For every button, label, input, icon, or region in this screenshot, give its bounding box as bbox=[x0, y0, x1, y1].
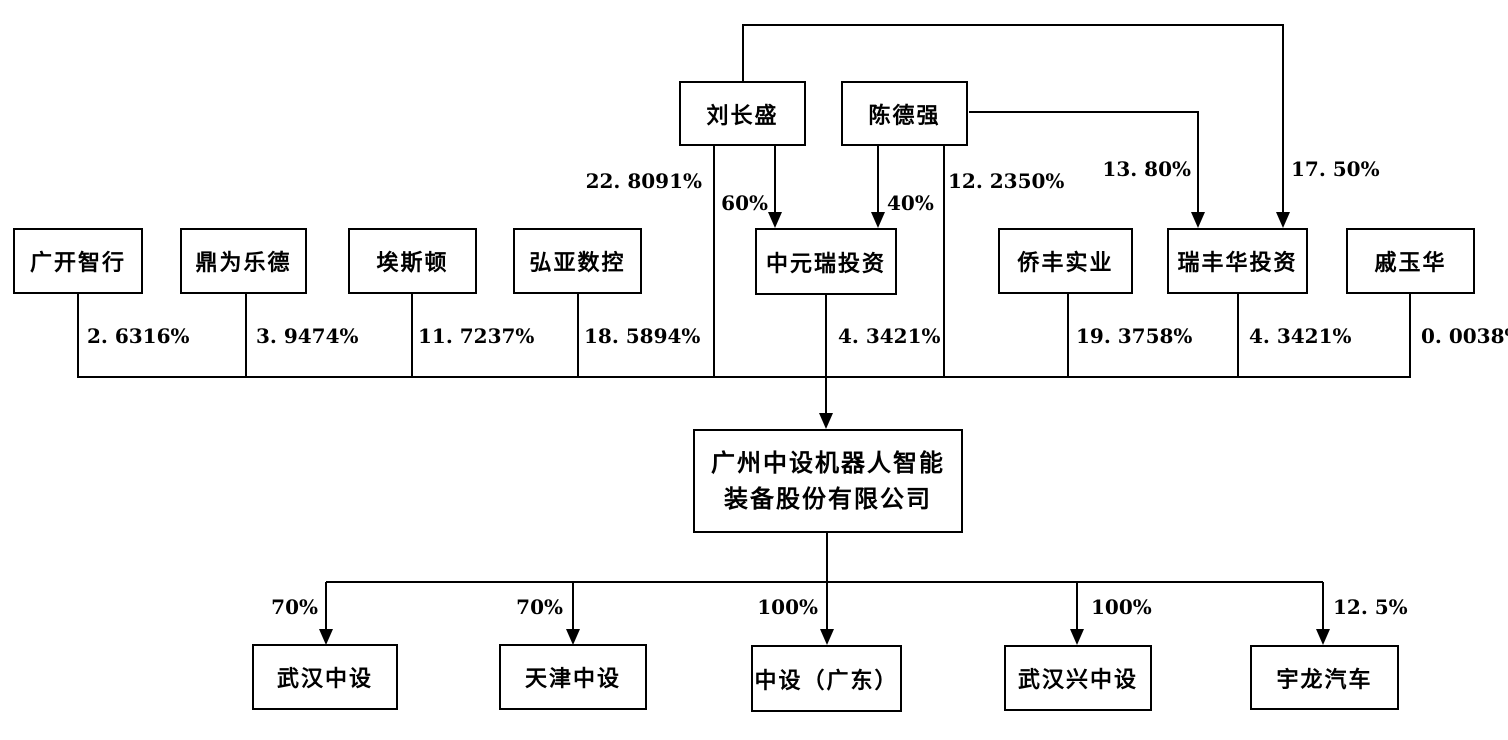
pct-qiyuhua: 0. 0038% bbox=[1421, 324, 1508, 348]
pct-guangkai: 2. 6316% bbox=[87, 324, 190, 348]
arrowhead-yulong bbox=[1316, 629, 1330, 645]
arrowhead-tianjin-zhongshe bbox=[566, 629, 580, 645]
pct-zhongyuanrui: 4. 3421% bbox=[838, 324, 941, 348]
node-label: 宇龙汽车 bbox=[1276, 666, 1373, 693]
node-label: 陈德强 bbox=[868, 102, 941, 129]
company-name: 广州中设机器人智能 装备股份有限公司 bbox=[711, 445, 945, 517]
node-label: 刘长盛 bbox=[706, 102, 779, 129]
pct-liu-to-ruifenghua: 17. 50% bbox=[1291, 157, 1380, 181]
node-label: 戚玉华 bbox=[1374, 250, 1447, 276]
arrowhead-wuhan-xing-zhongshe bbox=[1070, 629, 1084, 645]
node-liu-changsheng: 刘长盛 bbox=[679, 81, 806, 146]
node-label: 鼎为乐德 bbox=[195, 250, 292, 276]
arrowhead-zhongshe-guangdong bbox=[820, 629, 834, 645]
node-zhongshe-guangdong: 中设（广东） bbox=[751, 645, 902, 712]
node-chen-deqiang: 陈德强 bbox=[841, 81, 968, 146]
node-label: 埃斯顿 bbox=[376, 250, 449, 276]
node-ruifenghua-investment: 瑞丰华投资 bbox=[1167, 228, 1308, 294]
pct-zhongshe-guangdong: 100% bbox=[757, 595, 818, 619]
pct-chen-to-zhongyuanrui: 40% bbox=[887, 191, 934, 215]
arrowhead-ruifenghua-right bbox=[1276, 212, 1290, 228]
node-yulong-auto: 宇龙汽车 bbox=[1250, 645, 1399, 710]
node-label: 中元瑞投资 bbox=[765, 250, 886, 277]
arrowhead-zhongyuanrui-left bbox=[768, 212, 782, 228]
pct-chen-to-ruifenghua: 13. 80% bbox=[1102, 157, 1191, 181]
node-label: 瑞丰华投资 bbox=[1177, 250, 1298, 276]
node-label: 武汉中设 bbox=[276, 666, 373, 692]
node-label: 侨丰实业 bbox=[1017, 250, 1114, 276]
pct-chen-direct: 12. 2350% bbox=[948, 169, 1065, 193]
pct-aisidun: 11. 7237% bbox=[418, 324, 535, 348]
node-qi-yuhua: 戚玉华 bbox=[1346, 228, 1475, 294]
node-label: 中设（广东） bbox=[754, 667, 899, 694]
pct-yulong: 12. 5% bbox=[1333, 595, 1408, 619]
node-tianjin-zhongshe: 天津中设 bbox=[499, 644, 647, 710]
pct-wuhan-xing-zhongshe: 100% bbox=[1091, 595, 1152, 619]
node-qiaofeng-industry: 侨丰实业 bbox=[998, 228, 1133, 294]
node-hongya-shukong: 弘亚数控 bbox=[513, 228, 642, 294]
node-wuhan-zhongshe: 武汉中设 bbox=[252, 644, 398, 710]
pct-hongya: 18. 5894% bbox=[584, 324, 701, 348]
edge-liu-to-ruifenghua bbox=[742, 24, 1284, 213]
company-name-line2: 装备股份有限公司 bbox=[724, 484, 932, 513]
node-aisidun: 埃斯顿 bbox=[348, 228, 477, 294]
node-zhongyuanrui-investment: 中元瑞投资 bbox=[755, 228, 897, 295]
pct-wuhan-zhongshe: 70% bbox=[271, 595, 318, 619]
node-label: 广开智行 bbox=[29, 250, 126, 276]
edge-chen-to-ruifenghua bbox=[969, 111, 1199, 213]
pct-liu-to-zhongyuanrui: 60% bbox=[721, 191, 768, 215]
node-label: 武汉兴中设 bbox=[1017, 667, 1138, 693]
arrowhead-zhongyuanrui-right bbox=[871, 212, 885, 228]
arrowhead-wuhan-zhongshe bbox=[319, 629, 333, 645]
pct-qiaofeng: 19. 3758% bbox=[1076, 324, 1193, 348]
arrowhead-ruifenghua-left bbox=[1191, 212, 1205, 228]
pct-dingwei: 3. 9474% bbox=[256, 324, 359, 348]
node-main-company: 广州中设机器人智能 装备股份有限公司 bbox=[693, 429, 963, 533]
node-guangkai-zhixing: 广开智行 bbox=[13, 228, 143, 294]
company-name-line1: 广州中设机器人智能 bbox=[711, 448, 945, 477]
node-dingwei-lede: 鼎为乐德 bbox=[180, 228, 307, 294]
node-label: 弘亚数控 bbox=[529, 250, 626, 276]
node-label: 天津中设 bbox=[524, 666, 621, 692]
pct-liu-direct: 22. 8091% bbox=[585, 169, 702, 193]
arrowhead-company bbox=[819, 413, 833, 429]
node-wuhan-xing-zhongshe: 武汉兴中设 bbox=[1004, 645, 1152, 711]
pct-tianjin-zhongshe: 70% bbox=[516, 595, 563, 619]
pct-ruifenghua: 4. 3421% bbox=[1249, 324, 1352, 348]
